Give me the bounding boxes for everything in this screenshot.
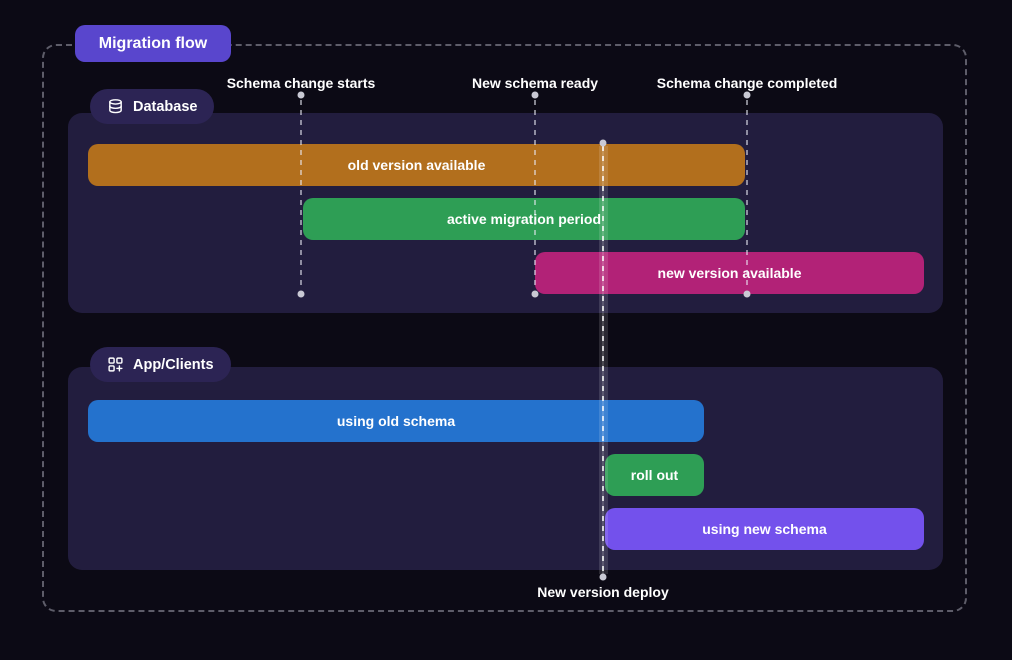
marker-dot-ready-bottom [531,290,539,298]
marker-dot-ready-top [531,91,539,99]
bar-roll-out: roll out [605,454,704,496]
marker-dot-starts-top [297,91,305,99]
marker-line-schema-change-completed [746,100,748,290]
marker-dot-starts-bottom [297,290,305,298]
marker-label-schema-change-completed: Schema change completed [656,75,838,91]
diagram-dashed-boundary [42,44,967,612]
apps-grid-plus-icon [107,356,124,373]
marker-line-schema-change-starts [300,100,302,290]
database-icon [107,98,124,115]
bar-using-old-schema: using old schema [88,400,704,442]
marker-line-new-schema-ready [534,100,536,290]
marker-dot-completed-top [743,91,751,99]
database-section-label: Database [133,98,198,115]
bar-old-version-available: old version available [88,144,745,186]
bar-using-new-schema: using new schema [605,508,924,550]
app-clients-section-label: App/Clients [133,356,214,373]
marker-label-new-schema-ready: New schema ready [471,75,599,91]
app-clients-section-badge: App/Clients [90,347,231,382]
bar-new-version-available: new version available [535,252,924,294]
marker-label-schema-change-starts: Schema change starts [226,75,376,91]
marker-line-new-version-deploy [602,146,604,574]
diagram-title-badge: Migration flow [75,25,231,62]
marker-dot-deploy-bottom [599,573,607,581]
bar-active-migration-period: active migration period [303,198,745,240]
marker-dot-deploy-top [599,139,607,147]
database-section-badge: Database [90,89,215,124]
marker-dot-completed-bottom [743,290,751,298]
marker-label-new-version-deploy: New version deploy [537,584,669,600]
